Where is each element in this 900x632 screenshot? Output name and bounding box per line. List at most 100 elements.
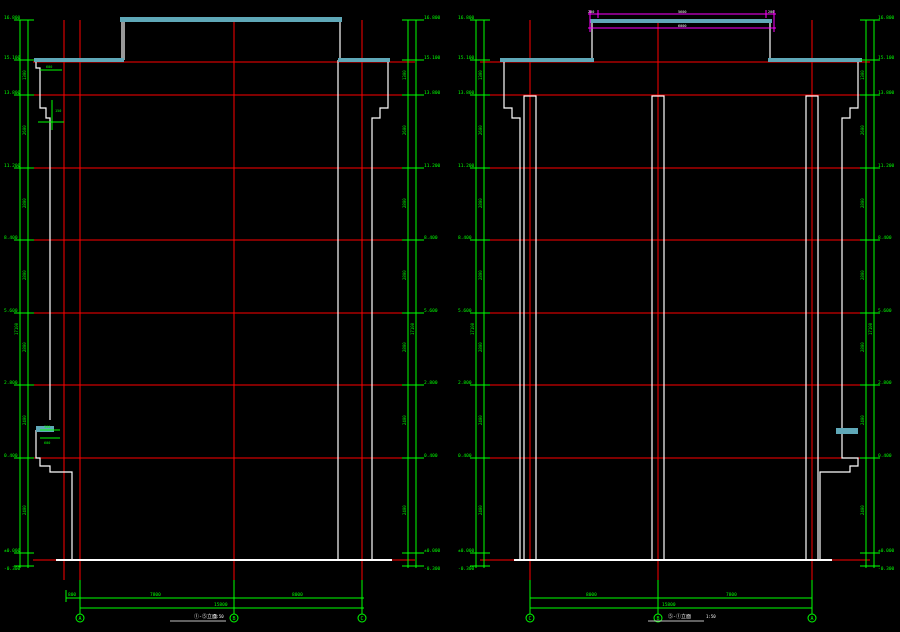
total-dim: 17100 [14,322,19,335]
left-elevation-title: ①-⑤立面 [194,613,217,620]
level-label: 2.800 [458,380,472,386]
right-seg-dims-left: 1300 2600 2800 2800 2800 2400 2400 17100 [470,70,483,515]
level-label: 13.800 [424,90,441,96]
right-roof-tiles [500,19,862,434]
seg-dim: 2400 [402,415,407,425]
left-level-labels-left: 16.800 15.100 13.800 11.200 8.400 5.600 … [4,15,21,572]
detail-dim: 600 [46,65,52,69]
level-label: -0.300 [458,566,475,572]
total-dim: 17100 [410,322,415,335]
level-label: 15.100 [458,55,475,61]
right-dimension-lines [470,19,880,614]
total-dim: 17100 [868,322,873,335]
seg-dim: 2600 [22,125,27,135]
level-label: 0.400 [4,453,18,459]
level-label: 5.600 [878,308,892,314]
bottom-total: 15800 [214,602,228,608]
seg-dim: 1300 [860,70,865,80]
seg-dim: 2800 [22,198,27,208]
level-label: 11.200 [424,163,441,169]
level-label: 8.400 [424,235,438,241]
seg-dim: 2800 [478,270,483,280]
level-label: 16.800 [4,15,21,21]
level-label: 16.800 [878,15,895,21]
seg-dim: 2400 [22,415,27,425]
right-grid-axes [529,20,813,580]
level-label: 11.200 [878,163,895,169]
seg-dim: 2800 [860,342,865,352]
seg-dim: 2800 [478,342,483,352]
level-label: 2.800 [424,380,438,386]
level-label: 16.800 [458,15,475,21]
right-level-labels-right: 16.800 15.100 13.800 11.200 8.400 5.600 … [878,15,895,572]
left-elevation-scale: 1:50 [214,614,224,619]
level-label: 5.600 [458,308,472,314]
seg-dim: 1300 [22,70,27,80]
left-seg-dims-left: 1300 2600 2800 2800 2800 2400 2400 17100 [14,70,27,515]
level-label: 13.800 [4,90,21,96]
grid-node-label: C [528,616,531,622]
level-label: -0.300 [424,566,441,572]
seg-dim: 1300 [402,70,407,80]
level-label: ±0.000 [458,548,475,554]
top-dim: 5600 [678,10,686,14]
left-seg-dims-right: 1300 2600 2800 2800 2800 2400 2400 17100 [402,70,415,515]
right-top-dims [588,10,776,32]
seg-dim: 2400 [860,505,865,515]
right-elevation: 200 5600 200 6000 16. [458,10,895,623]
seg-dim: 2600 [478,125,483,135]
seg-dim: 1300 [478,70,483,80]
grid-node-label: C [360,616,363,622]
level-label: 5.600 [4,308,18,314]
level-label: 15.100 [4,55,21,61]
seg-dim: 2800 [402,270,407,280]
seg-dim: 2800 [22,270,27,280]
top-total: 6000 [678,24,686,28]
level-label: ±0.000 [878,548,895,554]
bottom-dim: 7800 [150,592,161,598]
level-label: 2.800 [4,380,18,386]
level-label: 13.800 [458,90,475,96]
left-detail-dims: 600 150 300 600 [44,65,61,445]
detail-dim: 600 [44,441,50,445]
right-seg-dims-right: 1300 2600 2800 2800 2800 2400 2400 17100 [860,70,873,515]
level-label: 0.400 [424,453,438,459]
level-label: 2.800 [878,380,892,386]
level-label: 11.200 [4,163,21,169]
bottom-dim: 8000 [292,592,303,598]
right-level-labels-left: 16.800 15.100 13.800 11.200 8.400 5.600 … [458,15,475,572]
left-elevation: 16.800 15.100 13.800 11.200 8.400 5.600 … [4,15,441,623]
level-label: 8.400 [458,235,472,241]
seg-dim: 2600 [860,125,865,135]
right-top-dim-labels: 200 5600 200 6000 [588,10,774,28]
seg-dim: 2400 [478,505,483,515]
level-label: 0.400 [458,453,472,459]
bottom-dim: 7800 [726,592,737,598]
seg-dim: 2800 [860,198,865,208]
grid-node-label: A [78,616,81,622]
bottom-dim: 800 [68,592,76,598]
detail-dim: 150 [55,109,61,113]
top-dim: 200 [768,10,774,14]
right-grid-nodes: C B A [525,613,817,623]
level-label: 13.800 [878,90,895,96]
left-roof-tiles [34,17,390,432]
top-dim: 200 [588,10,594,14]
seg-dim: 2400 [22,505,27,515]
total-dim: 17100 [470,322,475,335]
level-label: 16.800 [424,15,441,21]
level-label: 0.400 [878,453,892,459]
right-bottom-dims: 8000 7800 15800 [586,592,737,608]
seg-dim: 2800 [402,342,407,352]
level-label: 15.100 [424,55,441,61]
seg-dim: 2600 [402,125,407,135]
left-grid-nodes: A B C [75,613,367,623]
seg-dim: 2800 [402,198,407,208]
seg-dim: 2400 [860,415,865,425]
grid-node-label: B [232,616,235,622]
level-label: 15.100 [878,55,895,61]
bottom-dim: 8000 [586,592,597,598]
right-elevation-scale: 1:50 [706,614,716,619]
